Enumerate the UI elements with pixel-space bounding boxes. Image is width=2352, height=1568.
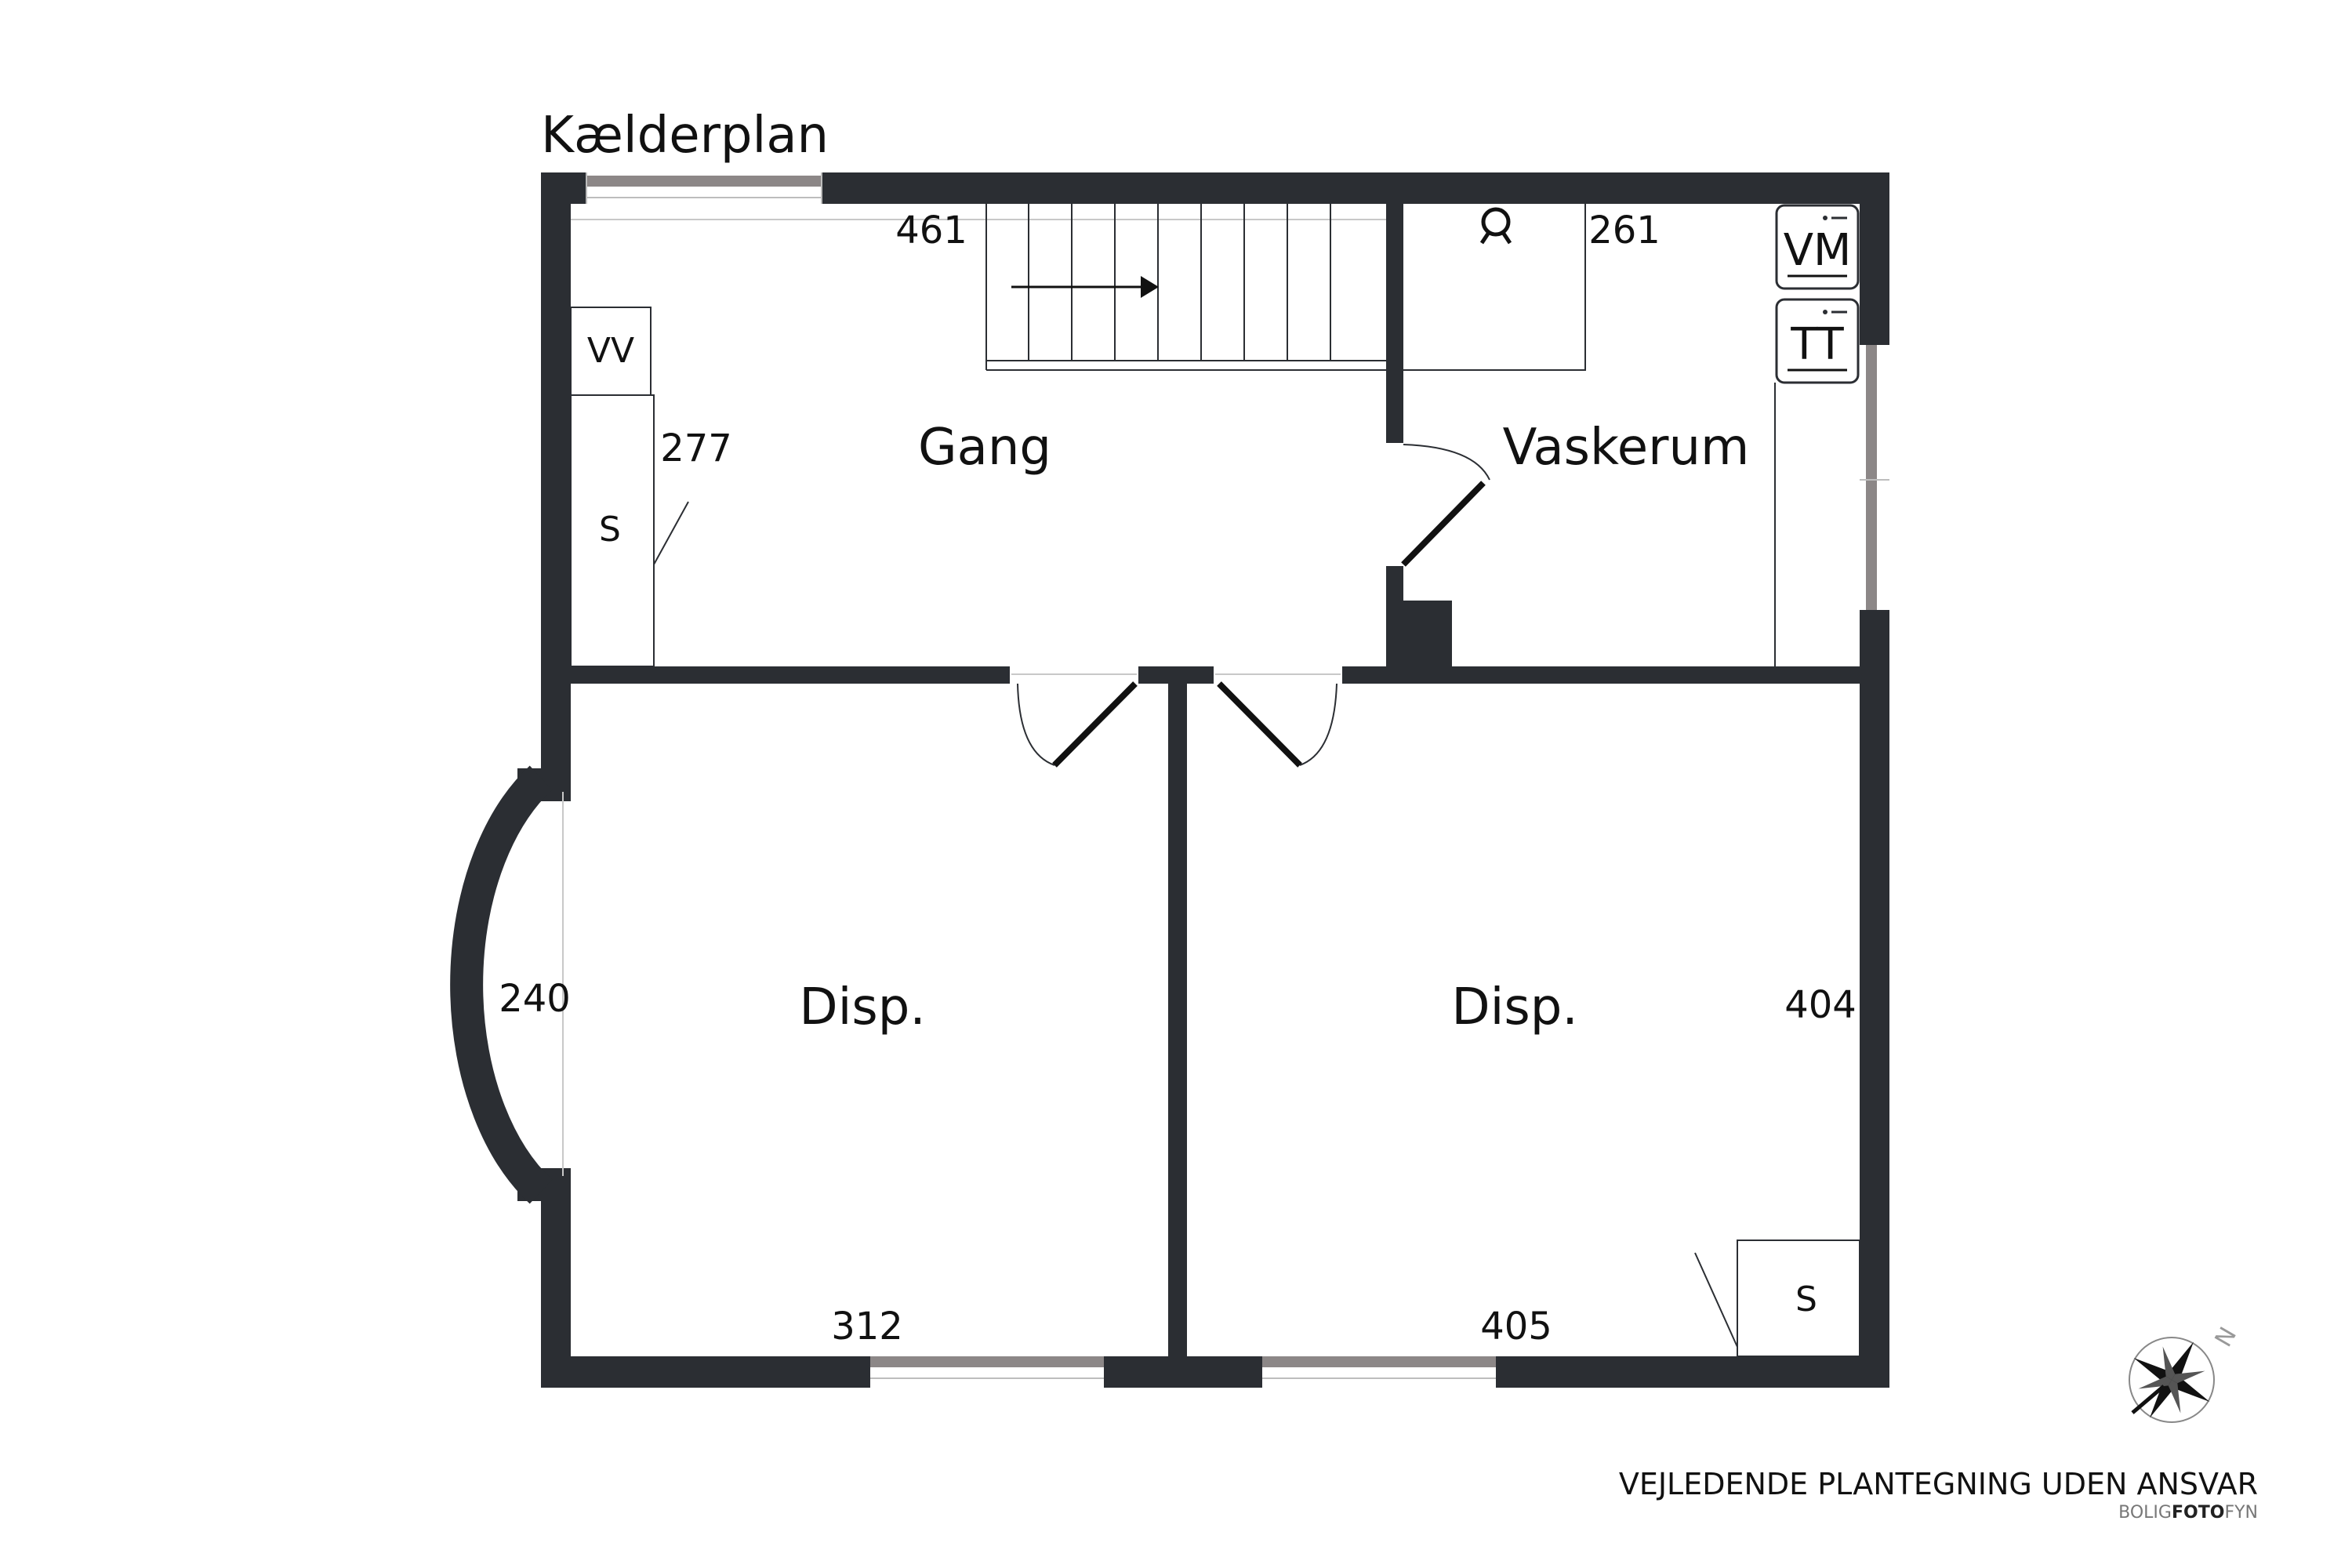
wall-left-lower — [541, 1176, 571, 1388]
door-leaf-vaskerum — [1401, 481, 1486, 567]
arrow-head-icon — [1141, 276, 1159, 298]
cabinet-gang-door-line — [653, 501, 689, 565]
compass-north-label: N — [2210, 1323, 2243, 1352]
room-label-gang: Gang — [918, 419, 1051, 477]
brand-logo: BOLIGFOTOFYN — [2118, 1503, 2258, 1523]
water-heater-label: VV — [587, 331, 634, 371]
wall-mid-1 — [571, 666, 1010, 684]
room-labels: Gang Vaskerum Disp. Disp. — [799, 419, 1749, 1036]
washing-machine-box — [1775, 204, 1860, 290]
chimney-block — [1386, 601, 1452, 668]
interior-walls — [571, 204, 1860, 1356]
plan-title: Kælderplan — [541, 107, 829, 165]
laundry-counter — [1403, 204, 1586, 371]
tumble-dryer-label: TT — [1790, 319, 1844, 370]
doors — [1011, 444, 1490, 768]
room-label-disp-right: Disp. — [1451, 978, 1577, 1036]
door-leaf-disp-left — [1052, 681, 1138, 768]
wall-mid-3 — [1342, 666, 1860, 684]
window-top-pane — [586, 176, 822, 187]
compass-rose-icon: N — [2129, 1323, 2243, 1423]
cabinet-gang-label: S — [599, 510, 621, 550]
washing-machine-label: VM — [1784, 225, 1852, 276]
dim-disp-left-depth: 240 — [499, 977, 571, 1021]
window-bottom-left-pane — [870, 1356, 1104, 1367]
cabinet-disp-box — [1737, 1240, 1860, 1357]
door-leaf-disp-right — [1217, 681, 1302, 768]
window-right-pane — [1866, 345, 1877, 610]
bay-arc — [450, 765, 553, 1204]
floor-drain-icon — [1481, 207, 1511, 237]
dimension-labels: 461 277 261 240 312 404 405 — [499, 209, 1857, 1348]
room-label-vaskerum: Vaskerum — [1503, 419, 1750, 477]
dim-disp-left-width: 312 — [831, 1305, 903, 1348]
bay-wall — [450, 765, 571, 1204]
window-bottom-right-pane — [1262, 1356, 1496, 1367]
dim-gang-width: 461 — [895, 209, 967, 252]
fixtures-disp-right: S — [1694, 1240, 1860, 1357]
disclaimer-text: VEJLEDENDE PLANTEGNING UDEN ANSVAR — [1619, 1467, 2258, 1501]
wall-bottom — [541, 1356, 1889, 1388]
room-label-disp-left: Disp. — [799, 978, 925, 1036]
outer-walls — [541, 172, 1889, 1388]
dim-disp-right-width: 405 — [1480, 1305, 1552, 1348]
door-swing-vaskerum — [1403, 444, 1490, 481]
dim-disp-right-depth: 404 — [1784, 983, 1857, 1027]
dim-gang-depth: 277 — [660, 426, 732, 470]
fixtures-gang: VV S — [570, 307, 689, 667]
wall-left-upper — [541, 172, 571, 792]
wall-gang-vask-upper — [1386, 204, 1403, 443]
cabinet-gang-box — [570, 394, 655, 667]
tumble-dryer-box — [1775, 298, 1860, 384]
door-swing-disp-right — [1299, 683, 1338, 766]
windows — [586, 172, 1889, 1388]
staircase — [571, 204, 1386, 371]
cabinet-disp-door-line — [1694, 1252, 1738, 1348]
cabinet-disp-label: S — [1795, 1279, 1817, 1319]
dim-vaskerum-width: 261 — [1588, 209, 1661, 252]
door-swing-disp-left — [1017, 683, 1055, 766]
wall-disp-divider — [1168, 666, 1187, 1356]
fixtures-vaskerum: VM TT — [1403, 204, 1860, 666]
